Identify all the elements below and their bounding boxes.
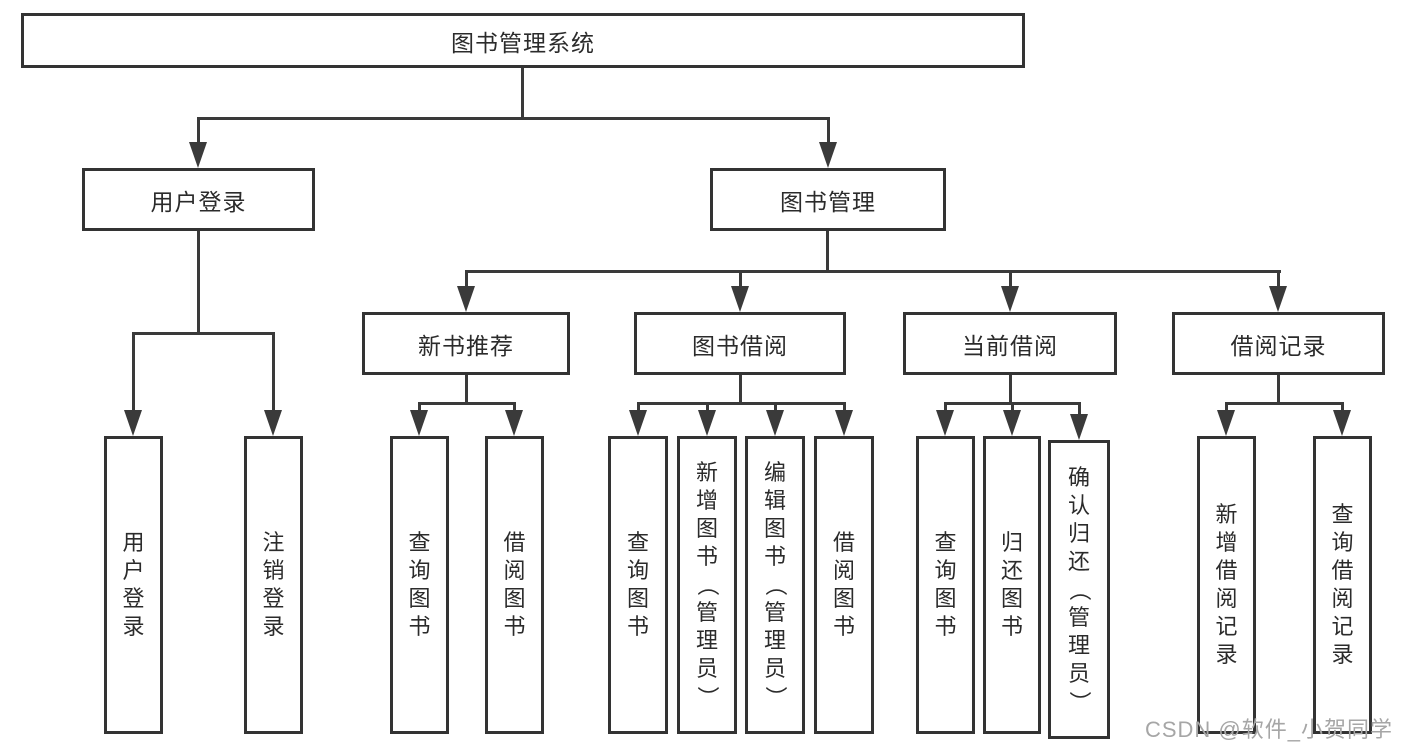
connector-vline: [774, 402, 777, 412]
arrow-down-icon: [1003, 410, 1021, 436]
arrow-down-icon: [1217, 410, 1235, 436]
connector-vline: [739, 375, 742, 405]
node-book-borrowing: 图书借阅: [634, 312, 846, 375]
connector-vline: [637, 402, 640, 412]
leaf-query-books-current: 查询图书: [916, 436, 975, 734]
arrow-down-icon: [835, 410, 853, 436]
leaf-borrow-books: 借阅图书: [814, 436, 874, 734]
connector-vline: [827, 117, 830, 145]
leaf-return-books: 归还图书: [983, 436, 1041, 734]
connector-hline: [465, 270, 1281, 273]
node-borrowing-records: 借阅记录: [1172, 312, 1385, 375]
node-book-management: 图书管理: [710, 168, 946, 231]
arrow-down-icon: [1333, 410, 1351, 436]
connector-vline: [739, 270, 742, 288]
leaf-user-login: 用户登录: [104, 436, 163, 734]
connector-vline: [1277, 270, 1280, 288]
connector-vline: [513, 402, 516, 412]
leaf-logout: 注销登录: [244, 436, 303, 734]
connector-vline: [197, 231, 200, 335]
connector-vline: [1078, 402, 1081, 416]
arrow-down-icon: [629, 410, 647, 436]
leaf-add-books-admin: 新增图书（管理员）: [677, 436, 737, 734]
connector-vline: [272, 332, 275, 412]
node-current-borrowing: 当前借阅: [903, 312, 1117, 375]
leaf-query-borrow-record: 查询借阅记录: [1313, 436, 1372, 734]
arrow-down-icon: [264, 410, 282, 436]
node-user-login: 用户登录: [82, 168, 315, 231]
connector-vline: [197, 117, 200, 145]
connector-vline: [521, 68, 524, 119]
connector-hline: [418, 402, 516, 405]
arrow-down-icon: [189, 142, 207, 168]
arrow-down-icon: [410, 410, 428, 436]
connector-vline: [1225, 402, 1228, 412]
leaf-query-books-borrowing: 查询图书: [608, 436, 668, 734]
connector-vline: [1011, 402, 1014, 412]
connector-vline: [418, 402, 421, 412]
leaf-add-borrow-record: 新增借阅记录: [1197, 436, 1256, 734]
csdn-watermark: CSDN @软件_小贺同学: [1144, 717, 1393, 742]
arrow-down-icon: [766, 410, 784, 436]
arrow-down-icon: [1070, 414, 1088, 440]
connector-hline: [197, 117, 830, 120]
arrow-down-icon: [1001, 286, 1019, 312]
leaf-edit-books-admin: 编辑图书（管理员）: [745, 436, 805, 734]
connector-vline: [826, 231, 829, 273]
connector-vline: [843, 402, 846, 412]
connector-vline: [944, 402, 947, 412]
leaf-borrow-books-recommend: 借阅图书: [485, 436, 544, 734]
connector-hline: [637, 402, 846, 405]
arrow-down-icon: [457, 286, 475, 312]
connector-vline: [1277, 375, 1280, 405]
arrow-down-icon: [819, 142, 837, 168]
connector-vline: [706, 402, 709, 412]
node-root-library-system: 图书管理系统: [21, 13, 1025, 68]
connector-vline: [1341, 402, 1344, 412]
arrow-down-icon: [698, 410, 716, 436]
connector-hline: [1225, 402, 1343, 405]
connector-vline: [465, 270, 468, 288]
connector-vline: [132, 332, 135, 412]
connector-vline: [1009, 270, 1012, 288]
connector-vline: [465, 375, 468, 405]
arrow-down-icon: [731, 286, 749, 312]
leaf-query-books-recommend: 查询图书: [390, 436, 449, 734]
arrow-down-icon: [936, 410, 954, 436]
leaf-confirm-return-admin: 确认归还（管理员）: [1048, 440, 1110, 739]
node-new-book-recommendation: 新书推荐: [362, 312, 570, 375]
connector-hline: [132, 332, 275, 335]
arrow-down-icon: [124, 410, 142, 436]
arrow-down-icon: [505, 410, 523, 436]
arrow-down-icon: [1269, 286, 1287, 312]
connector-vline: [1009, 375, 1012, 405]
